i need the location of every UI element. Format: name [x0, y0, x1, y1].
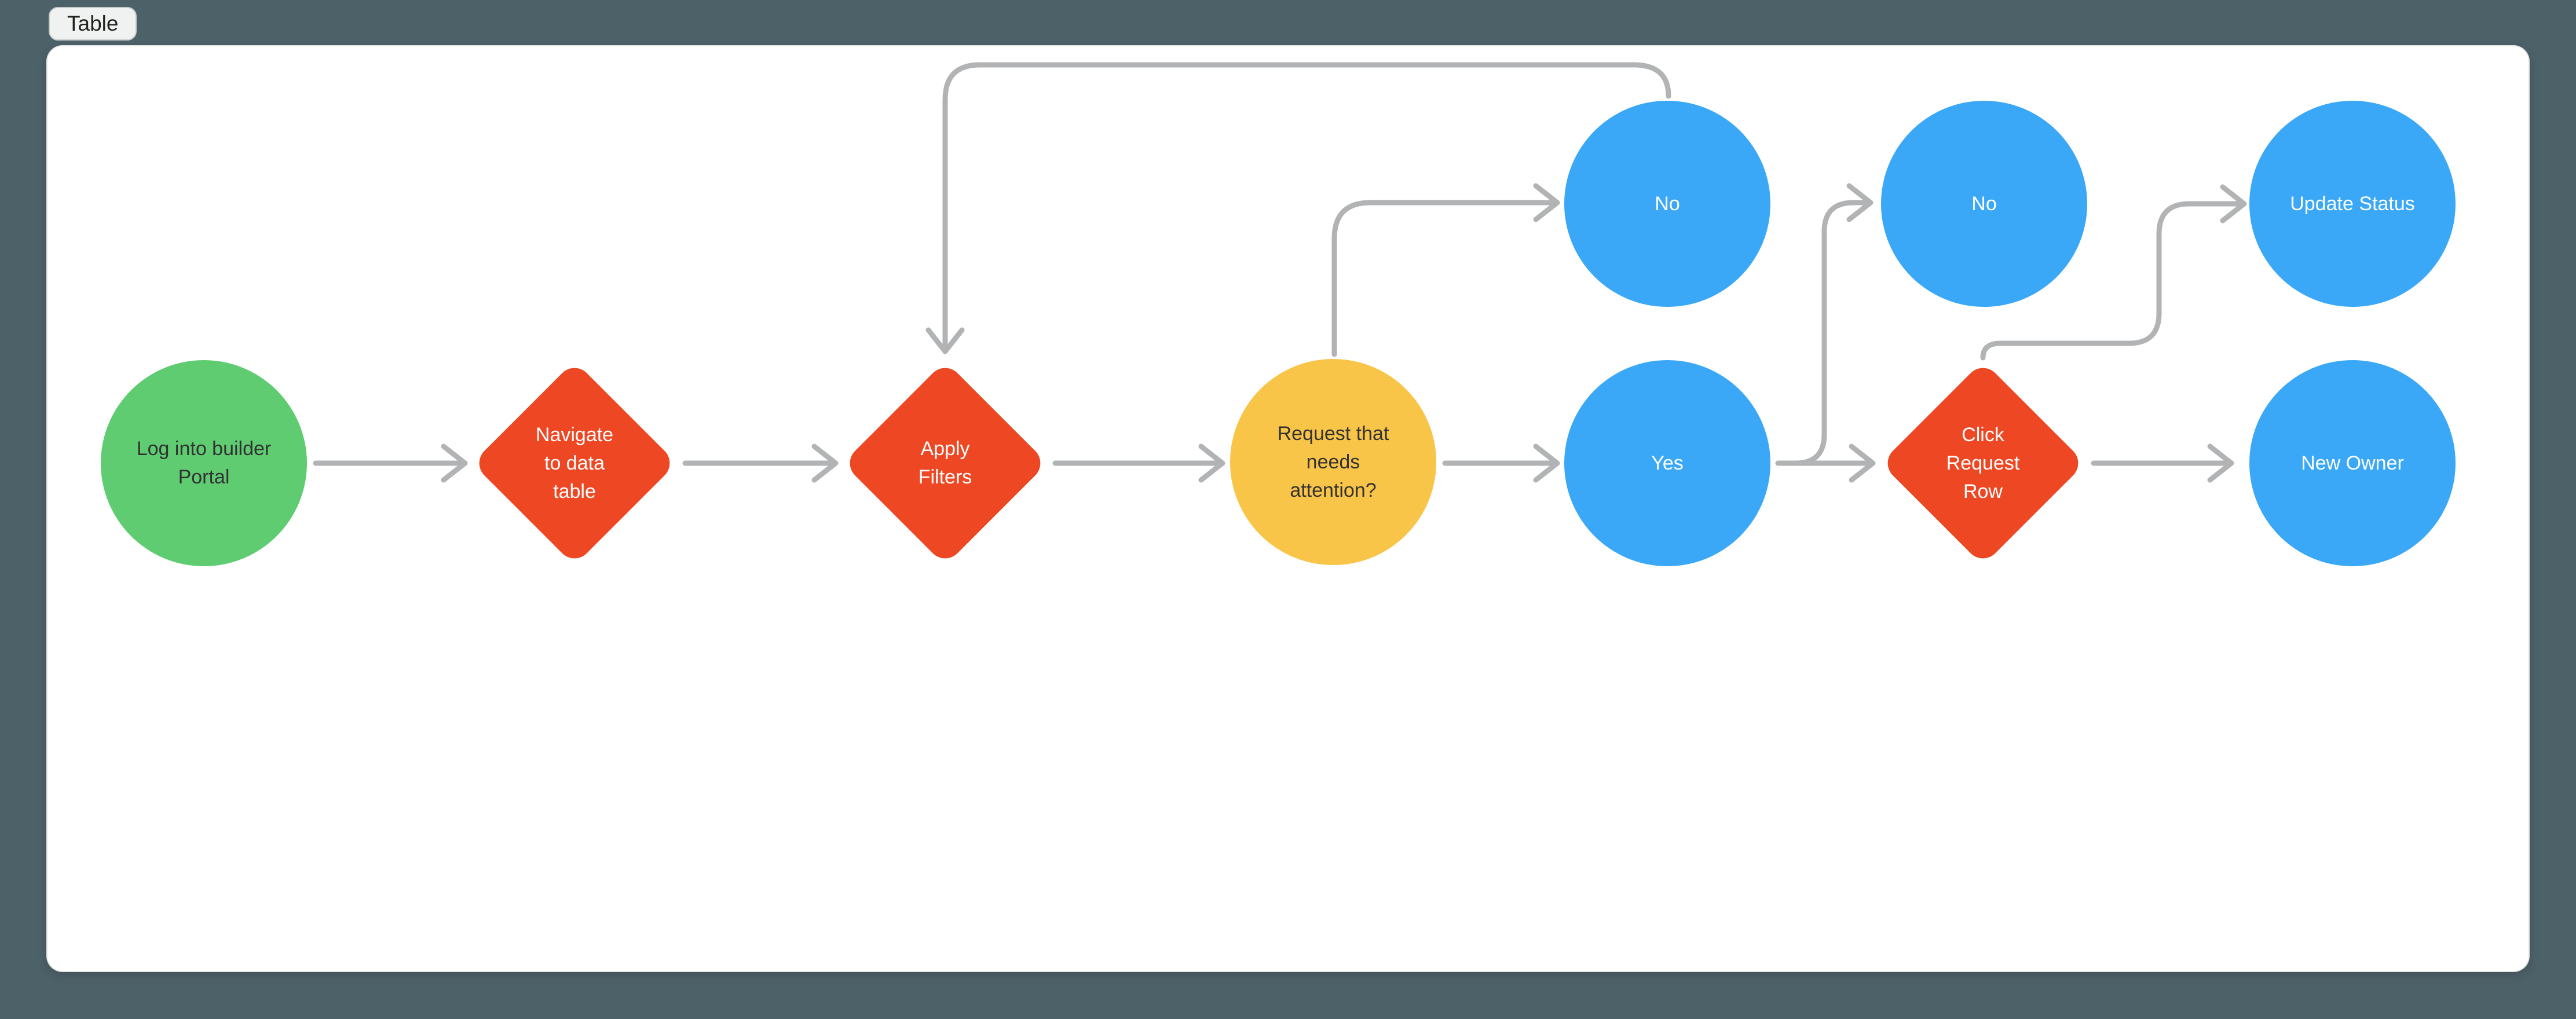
node-navigate-to-data-table[interactable]: Navigate to data table [471, 360, 678, 566]
node-request-attention-label: Request that needs attention? [1277, 422, 1389, 501]
node-new-owner[interactable]: New Owner [2249, 360, 2456, 566]
node-new-owner-label: New Owner [2301, 452, 2404, 474]
table-view-button[interactable]: Table [49, 7, 137, 41]
node-apply-filters-label: Apply Filters [918, 438, 972, 488]
node-apply-filters[interactable]: Apply Filters [842, 360, 1048, 566]
node-request-attention[interactable]: Request that needs attention? [1230, 359, 1436, 565]
node-update-status-label: Update Status [2290, 192, 2415, 215]
node-yes[interactable]: Yes [1564, 360, 1770, 566]
node-start[interactable]: Log into builder Portal [101, 360, 307, 566]
node-no-1-label: No [1655, 192, 1680, 215]
node-no-2-label: No [1971, 192, 1997, 215]
node-click-request-row[interactable]: Click Request Row [1880, 360, 2086, 566]
node-update-status[interactable]: Update Status [2249, 101, 2456, 307]
node-no-2[interactable]: No [1881, 101, 2087, 307]
node-no-1[interactable]: No [1564, 101, 1770, 307]
node-navigate-label: Navigate to data table [535, 423, 614, 503]
node-yes-label: Yes [1651, 452, 1684, 474]
node-start-label: Log into builder Portal [136, 438, 272, 488]
node-click-request-row-label: Click Request Row [1946, 423, 2020, 503]
